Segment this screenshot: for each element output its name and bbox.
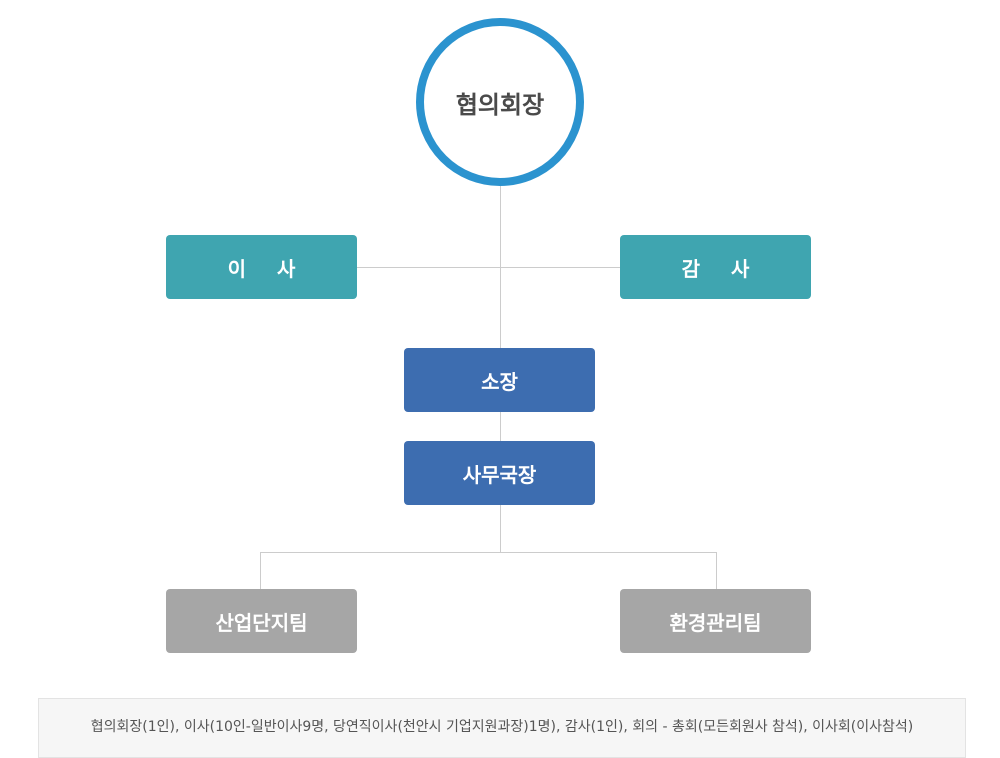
environment-team-node: 환경관리팀 — [620, 589, 811, 653]
secretary-general-node: 사무국장 — [404, 441, 595, 505]
auditor-label: 감 사 — [681, 256, 762, 281]
organization-note-box: 협의회장(1인), 이사(10인-일반이사9명, 당연직이사(천안시 기업지원과… — [38, 698, 966, 758]
environment-team-label: 환경관리팀 — [669, 610, 762, 635]
director-of-office-node: 소장 — [404, 348, 595, 412]
director-of-office-label: 소장 — [481, 369, 518, 394]
industrial-team-label: 산업단지팀 — [215, 610, 308, 635]
chairman-label: 협의회장 — [455, 90, 545, 119]
secretary-general-label: 사무국장 — [462, 462, 537, 487]
directors-node: 이 사 — [166, 235, 357, 299]
chairman-node: 협의회장 — [416, 18, 584, 186]
organization-note-text: 협의회장(1인), 이사(10인-일반이사9명, 당연직이사(천안시 기업지원과… — [90, 719, 914, 735]
directors-label: 이 사 — [227, 256, 308, 281]
auditor-node: 감 사 — [620, 235, 811, 299]
industrial-team-node: 산업단지팀 — [166, 589, 357, 653]
